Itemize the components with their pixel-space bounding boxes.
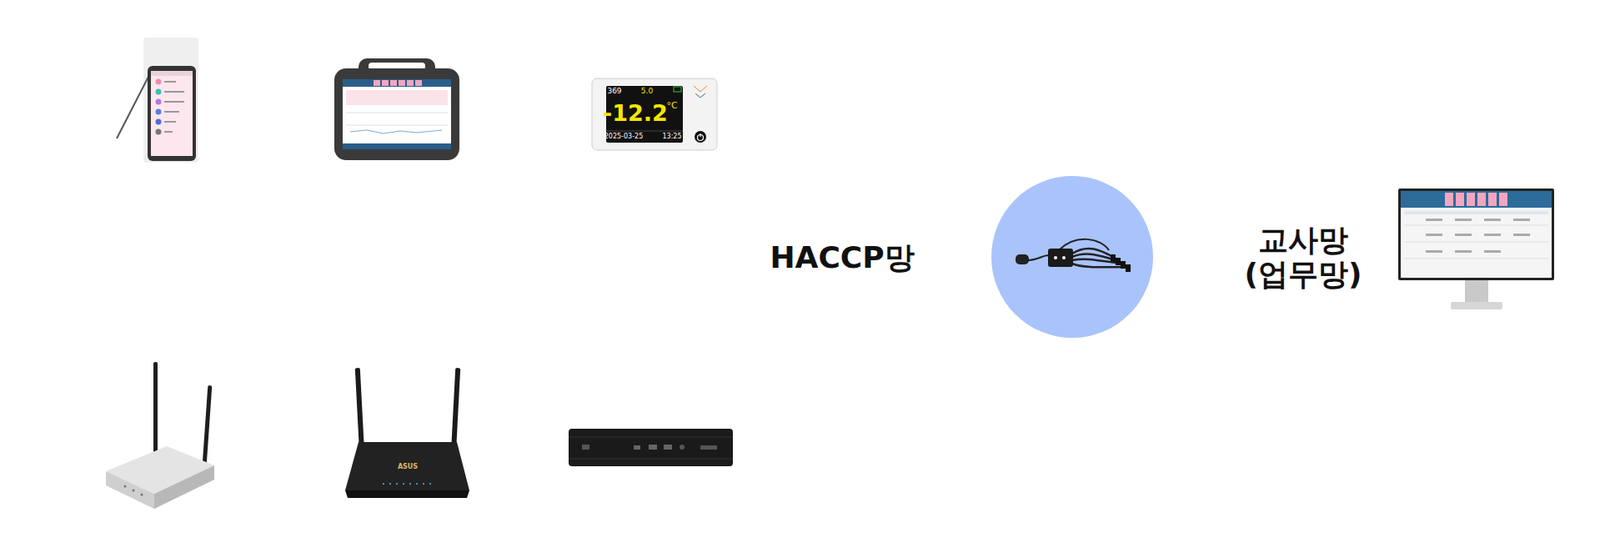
temperature-unit: °C <box>666 100 678 112</box>
display-time: 13:25 <box>662 132 682 141</box>
handheld-tablet <box>116 37 199 163</box>
thermometer-display <box>591 78 718 151</box>
rugged-tablet <box>334 58 460 161</box>
temperature-value: -12.2 <box>602 100 668 126</box>
kvm-switch <box>991 175 1154 338</box>
brand-logo: ASUS <box>397 462 418 471</box>
display-reading: 5.0 <box>641 86 653 96</box>
asus-router <box>345 367 470 498</box>
display-date: 2025-03-25 <box>604 132 644 141</box>
monitor <box>1398 188 1555 310</box>
mini-pc <box>568 428 733 467</box>
network-label: HACCP망 <box>769 240 914 275</box>
display-reading: 369 <box>606 86 622 96</box>
network-label: 교사망 (업무망) <box>1244 222 1363 292</box>
wireless-router <box>105 361 215 509</box>
